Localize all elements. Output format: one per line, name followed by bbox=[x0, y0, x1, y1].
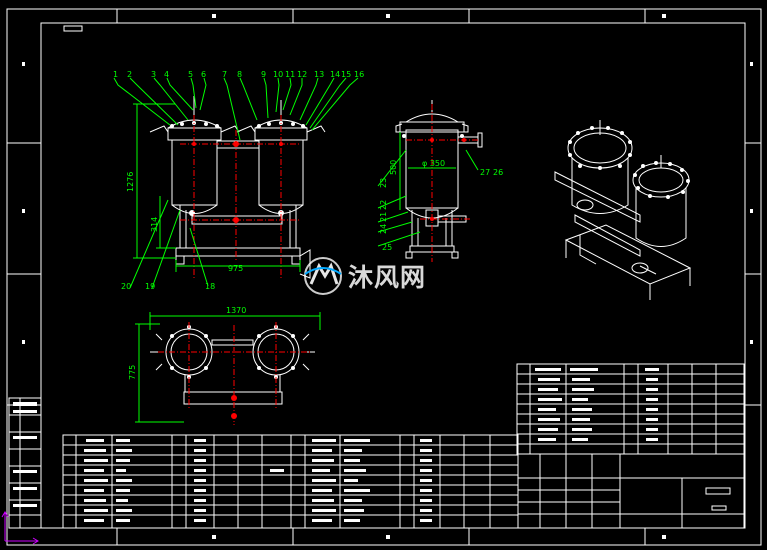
part-number-24: 24 bbox=[379, 224, 388, 234]
part-number-15: 15 bbox=[341, 70, 351, 79]
front-view: 1 2 3 4 5 6 7 8 9 10 11 12 13 14 15 16 2… bbox=[113, 70, 364, 291]
dim-height-1276: 1276 bbox=[126, 172, 135, 192]
mufeng-logo-icon bbox=[304, 257, 342, 295]
part-number-16: 16 bbox=[354, 70, 364, 79]
part-number-25: 25 bbox=[382, 243, 392, 252]
part-number-23: 23 bbox=[379, 178, 388, 188]
part-number-22: 22 bbox=[379, 200, 388, 210]
part-number-21: 21 bbox=[379, 212, 388, 222]
part-number-7: 7 bbox=[222, 70, 227, 79]
part-number-4: 4 bbox=[164, 70, 169, 79]
part-number-12: 12 bbox=[297, 70, 307, 79]
title-block bbox=[517, 453, 745, 529]
revision-block bbox=[8, 397, 42, 529]
part-number-13: 13 bbox=[314, 70, 324, 79]
ucs-axis-icon bbox=[1, 511, 39, 545]
part-number-2: 2 bbox=[127, 70, 132, 79]
part-number-27: 27 bbox=[480, 168, 490, 177]
parts-list-right bbox=[516, 363, 745, 455]
parts-list-bottom-cells bbox=[84, 439, 432, 522]
isometric-bolts bbox=[568, 126, 690, 199]
dim-top-775: 775 bbox=[128, 365, 137, 380]
watermark-text: 沐风网 bbox=[348, 263, 427, 292]
part-number-26: 26 bbox=[493, 168, 503, 177]
part-number-8: 8 bbox=[237, 70, 242, 79]
part-number-6: 6 bbox=[201, 70, 206, 79]
dim-top-1370: 1370 bbox=[226, 306, 246, 315]
part-number-9: 9 bbox=[261, 70, 266, 79]
parts-list-bottom bbox=[62, 434, 519, 529]
side-view: 500 φ 350 27 26 23 22 21 24 25 bbox=[377, 100, 503, 262]
part-number-20: 20 bbox=[121, 282, 131, 291]
part-number-10: 10 bbox=[273, 70, 283, 79]
dim-diameter-350: φ 350 bbox=[422, 159, 445, 168]
part-number-14: 14 bbox=[330, 70, 340, 79]
top-view: 1370 775 bbox=[128, 306, 321, 425]
part-number-3: 3 bbox=[151, 70, 156, 79]
part-number-1: 1 bbox=[113, 70, 118, 79]
isometric-view bbox=[554, 120, 692, 300]
part-number-19: 19 bbox=[145, 282, 155, 291]
zone-markers bbox=[22, 14, 753, 539]
dim-width-975: 975 bbox=[228, 264, 243, 273]
part-number-18: 18 bbox=[205, 282, 215, 291]
dim-lower-314: 314 bbox=[150, 217, 159, 232]
part-number-5: 5 bbox=[188, 70, 193, 79]
dim-side-500: 500 bbox=[389, 160, 398, 175]
revision-block-cells bbox=[13, 402, 37, 507]
parts-list-right-cells bbox=[535, 368, 659, 441]
part-number-11: 11 bbox=[285, 70, 295, 79]
